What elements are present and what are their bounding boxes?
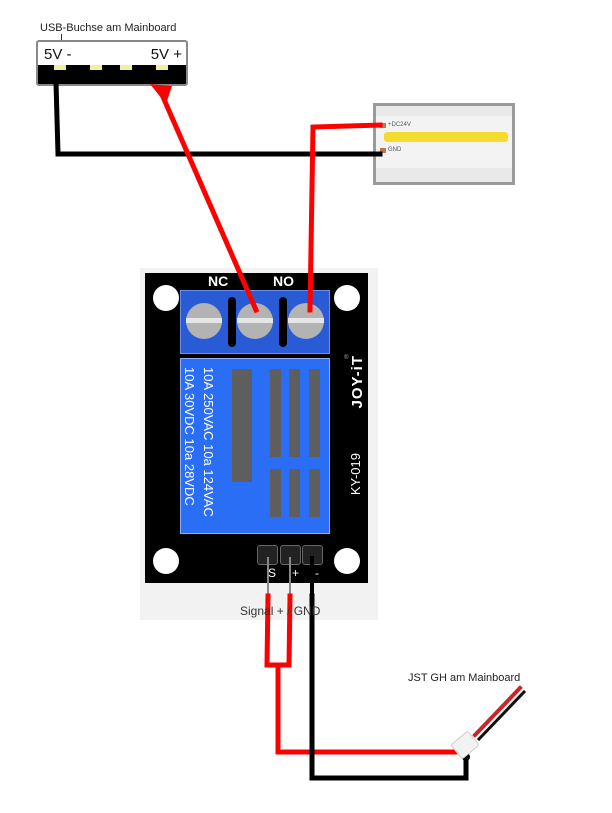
jst-connector-label: JST GH am Mainboard bbox=[408, 672, 521, 684]
terminal-separator-1 bbox=[228, 297, 236, 347]
jst-connector-housing bbox=[451, 731, 479, 759]
terminal-nc-label: NC bbox=[208, 273, 229, 289]
registered-mark: ® bbox=[344, 355, 349, 361]
screw-nc bbox=[186, 303, 222, 339]
led-strip-plus-pad bbox=[380, 123, 386, 128]
relay-pad-a2 bbox=[289, 369, 300, 457]
relay-component: 10A 250VAC 10a 124VAC 10A 30VDC 10a 28VD… bbox=[180, 358, 330, 534]
pins-caption: Signal + / GND bbox=[240, 604, 321, 618]
pin-s-label: S bbox=[268, 566, 277, 580]
usb-socket: 5V - 5V + bbox=[36, 40, 188, 86]
relay-pad-coil bbox=[232, 369, 252, 482]
relay-pad-b1 bbox=[270, 469, 281, 517]
usb-socket-label: USB-Buchse am Mainboard bbox=[40, 22, 177, 34]
usb-pad-4 bbox=[156, 65, 168, 70]
arrowhead-usb-plus bbox=[150, 84, 172, 104]
relay-pad-b3 bbox=[309, 469, 320, 517]
usb-pad-3 bbox=[120, 65, 132, 70]
usb-pin-plus-label: 5V + bbox=[150, 46, 182, 63]
led-strip-cob-line bbox=[384, 132, 508, 142]
mounting-hole-top-left bbox=[153, 285, 179, 311]
screw-no bbox=[288, 303, 324, 339]
mounting-hole-bottom-left bbox=[153, 548, 179, 574]
usb-pad-1 bbox=[54, 65, 66, 70]
wire-signal-to-jst bbox=[275, 663, 458, 755]
relay-pad-a1 bbox=[270, 369, 281, 457]
pin-minus-label: - bbox=[315, 566, 319, 580]
relay-rating-line-1: 10A 250VAC 10a 124VAC bbox=[201, 367, 216, 517]
led-strip-plus-label: +DC24V bbox=[388, 122, 411, 128]
terminal-no-label: NO bbox=[273, 273, 294, 289]
wire-relay-no-to-led-plus bbox=[307, 122, 383, 313]
mounting-hole-bottom-right bbox=[334, 548, 360, 574]
relay-pad-a3 bbox=[309, 369, 320, 457]
led-strip-gnd-pad bbox=[380, 148, 386, 153]
wire-gnd-to-jst bbox=[309, 593, 469, 781]
wire-usb-gnd-to-led-gnd bbox=[53, 79, 383, 157]
screw-terminal bbox=[180, 290, 330, 354]
relay-pad-b2 bbox=[289, 469, 300, 517]
wire-usb-plus-to-relay-com bbox=[156, 86, 260, 314]
pin-plus-label: + bbox=[292, 566, 300, 580]
usb-label-leader-line bbox=[61, 34, 62, 44]
led-strip-gnd-label: GND bbox=[388, 147, 402, 153]
usb-pin-minus-label: 5V - bbox=[44, 46, 72, 63]
jst-cable-black bbox=[476, 689, 527, 742]
jst-cable-red bbox=[472, 685, 523, 738]
usb-socket-body bbox=[38, 65, 186, 84]
relay-rating-line-2: 10A 30VDC 10a 28VDC bbox=[182, 367, 197, 506]
led-strip-body bbox=[376, 116, 512, 168]
led-strip: +DC24V GND bbox=[373, 103, 515, 185]
usb-pad-2 bbox=[90, 65, 102, 70]
terminal-separator-2 bbox=[279, 297, 287, 347]
mounting-hole-top-right bbox=[334, 285, 360, 311]
